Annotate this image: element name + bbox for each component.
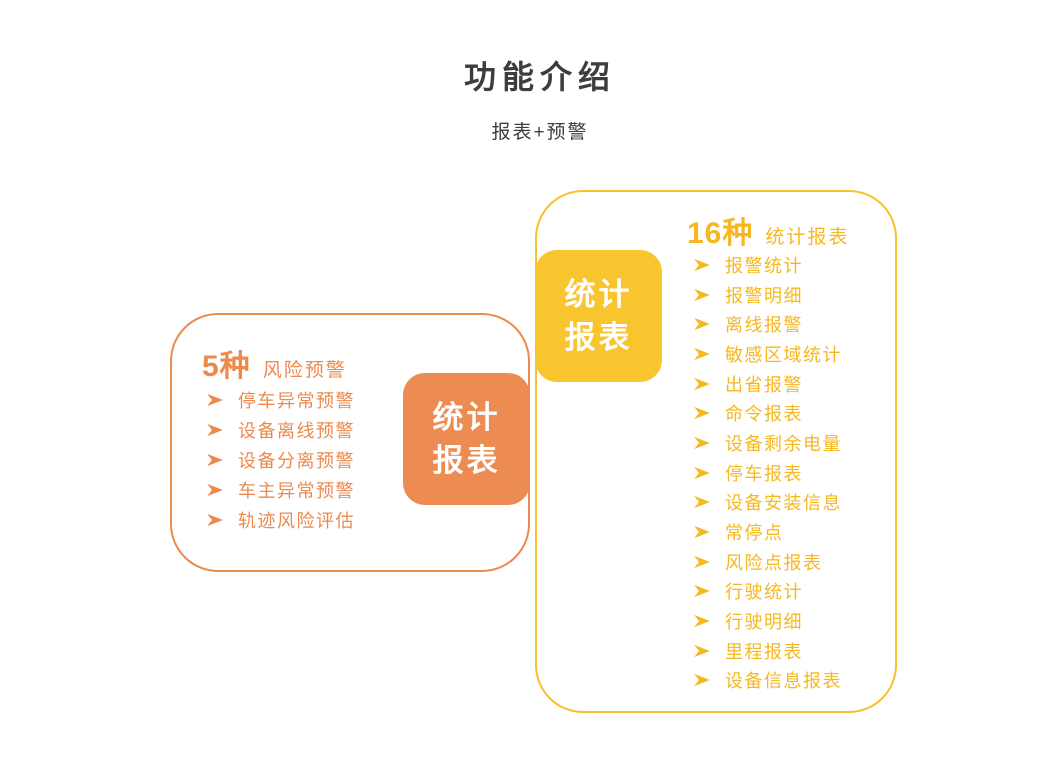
arrowhead-right-icon	[694, 674, 710, 687]
statistic-report-list-item-label: 出省报警	[725, 374, 803, 395]
arrowhead-right-icon	[694, 318, 710, 331]
statistic-report-list-item: 行驶统计	[693, 577, 842, 607]
statistic-report-list-item-label: 行驶明细	[725, 612, 803, 633]
risk-warning-category: 风险预警	[262, 360, 347, 381]
risk-warning-card-header: 5种 风险预警	[202, 341, 347, 385]
arrowhead-right-icon	[207, 393, 223, 407]
arrowhead-right-icon	[694, 288, 710, 301]
statistic-report-list-item: 敏感区域统计	[693, 339, 842, 369]
statistic-report-list-item-label: 设备信息报表	[725, 671, 842, 692]
statistic-report-list-item: 设备安装信息	[693, 488, 842, 518]
arrowhead-right-icon	[694, 555, 710, 568]
risk-warning-list-item-label: 设备分离预警	[238, 451, 355, 471]
statistic-report-list-item: 离线报警	[693, 309, 842, 339]
arrowhead-right-icon	[207, 423, 223, 437]
risk-warning-list-item-label: 车主异常预警	[238, 481, 355, 501]
risk-warning-list-item: 车主异常预警	[206, 475, 355, 505]
statistic-report-list-item-label: 敏感区域统计	[725, 344, 842, 365]
statistic-report-list-item: 命令报表	[693, 398, 842, 428]
arrowhead-right-icon	[207, 453, 223, 467]
risk-warning-list-item-label: 轨迹风险评估	[238, 511, 355, 531]
arrowhead-right-icon	[694, 585, 710, 598]
arrowhead-right-icon	[207, 483, 223, 497]
risk-warning-list-item: 轨迹风险评估	[206, 505, 355, 535]
statistic-report-category: 统计报表	[765, 227, 850, 248]
statistic-report-list-item: 停车报表	[693, 458, 842, 488]
statistic-report-list-item: 风险点报表	[693, 547, 842, 577]
arrowhead-right-icon	[207, 513, 223, 527]
statistic-report-list-item-label: 里程报表	[725, 641, 803, 662]
arrowhead-right-icon	[694, 466, 710, 479]
statistic-report-list-item-label: 常停点	[725, 523, 784, 544]
report-card-badge-line2: 报表	[564, 320, 633, 355]
statistic-report-list-item: 设备剩余电量	[693, 428, 842, 458]
arrowhead-right-icon	[694, 377, 710, 390]
arrowhead-right-icon	[694, 407, 710, 420]
statistic-report-list-item-label: 离线报警	[725, 315, 803, 336]
risk-warning-list-item: 设备离线预警	[206, 415, 355, 445]
risk-warning-list-item-label: 停车异常预警	[238, 391, 355, 411]
statistic-report-count: 16种	[687, 217, 754, 250]
page-title: 功能介绍	[463, 59, 616, 95]
statistic-report-list-item: 里程报表	[693, 636, 842, 666]
statistic-report-list-item: 报警明细	[693, 280, 842, 310]
arrowhead-right-icon	[694, 614, 710, 628]
statistic-report-list-item-label: 设备剩余电量	[725, 433, 842, 454]
risk-warning-list-item-label: 设备离线预警	[238, 421, 355, 441]
warning-card-badge: 统计 报表	[403, 373, 530, 505]
statistic-report-list-item: 出省报警	[693, 369, 842, 399]
risk-warning-list: 停车异常预警 设备离线预警 设备分离预警 车主异常预警	[206, 385, 355, 535]
risk-warning-count: 5种	[202, 350, 251, 383]
statistic-report-list-item-label: 报警明细	[725, 285, 803, 306]
warning-card-badge-line1: 统计	[432, 400, 501, 435]
statistic-report-list-item-label: 行驶统计	[725, 582, 803, 603]
statistic-report-list-item-label: 风险点报表	[725, 552, 823, 573]
arrowhead-right-icon	[694, 525, 710, 539]
arrowhead-right-icon	[694, 644, 710, 657]
statistic-report-list-item: 设备信息报表	[693, 666, 842, 696]
statistic-report-list-item-label: 报警统计	[725, 255, 803, 276]
statistic-report-list-item: 报警统计	[693, 250, 842, 280]
report-card-badge: 统计 报表	[535, 250, 662, 382]
statistic-report-list-item-label: 停车报表	[725, 463, 803, 484]
statistic-report-list-item-label: 设备安装信息	[725, 493, 842, 514]
report-card-badge-line1: 统计	[564, 277, 633, 312]
risk-warning-list-item: 停车异常预警	[206, 385, 355, 415]
arrowhead-right-icon	[694, 436, 710, 450]
statistic-report-list-item-label: 命令报表	[725, 404, 803, 425]
statistic-report-card: 16种 统计报表 报警统计 报警明细 离线报警	[535, 190, 897, 713]
warning-card-badge-line2: 报表	[432, 443, 501, 478]
arrowhead-right-icon	[694, 347, 710, 361]
risk-warning-list-item: 设备分离预警	[206, 445, 355, 475]
statistic-report-list-item: 常停点	[693, 517, 842, 547]
statistic-report-card-header: 16种 统计报表	[687, 208, 849, 252]
statistic-report-list: 报警统计 报警明细 离线报警 敏感区域统计	[693, 250, 842, 695]
statistic-report-list-item: 行驶明细	[693, 606, 842, 636]
page-subtitle: 报表+预警	[491, 122, 589, 143]
arrowhead-right-icon	[694, 258, 710, 271]
arrowhead-right-icon	[694, 496, 710, 509]
